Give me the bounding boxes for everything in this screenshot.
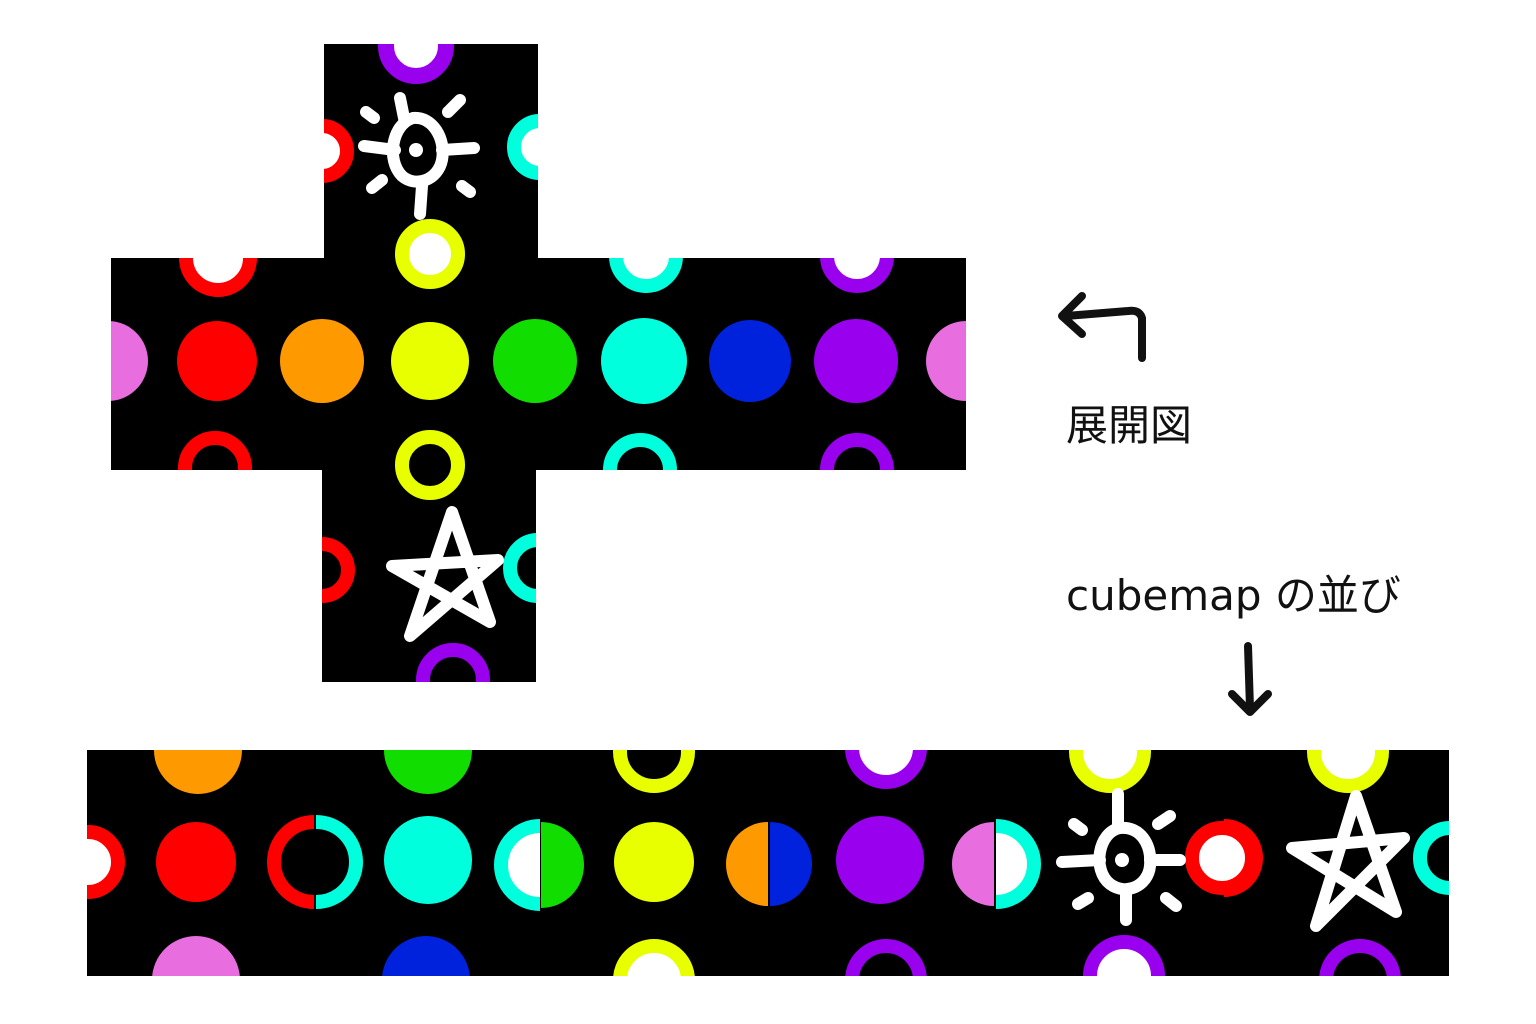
net-label: 展開図 bbox=[1066, 401, 1193, 450]
sun-doodle-icon bbox=[1056, 788, 1186, 926]
down-arrow-icon bbox=[1228, 642, 1272, 716]
cube-net bbox=[111, 44, 966, 682]
cubemap-order-label: cubemap の並び bbox=[1066, 571, 1401, 620]
cubemap-strip bbox=[87, 750, 1449, 976]
net-face-top bbox=[324, 44, 538, 258]
cubemap-face-6 bbox=[1223, 750, 1449, 976]
net-faces-middle bbox=[111, 258, 966, 470]
cubemap-face-1 bbox=[87, 750, 315, 976]
sun-doodle-icon bbox=[358, 92, 480, 220]
curved-arrow-icon bbox=[1058, 292, 1146, 362]
cubemap-face-4 bbox=[770, 750, 994, 976]
cubemap-face-2 bbox=[315, 750, 541, 976]
star-doodle-icon bbox=[386, 506, 504, 642]
net-face-bottom bbox=[322, 468, 536, 682]
cubemap-face-3 bbox=[541, 750, 768, 976]
star-doodle-icon bbox=[1286, 790, 1410, 932]
cubemap-face-5 bbox=[995, 750, 1259, 976]
